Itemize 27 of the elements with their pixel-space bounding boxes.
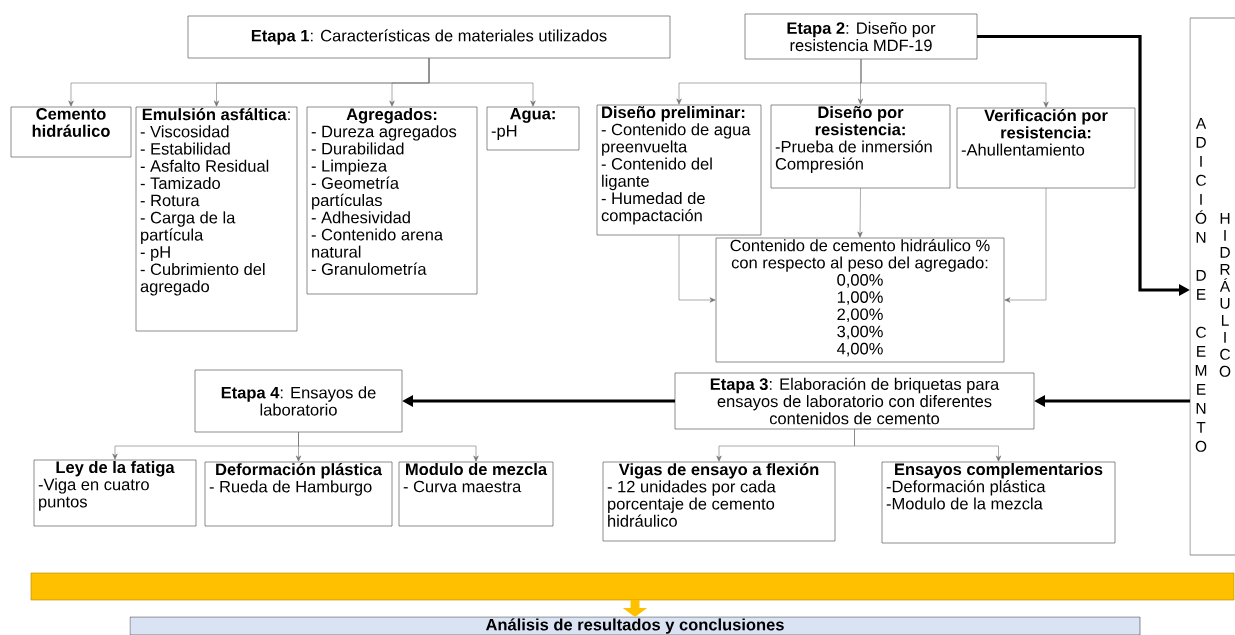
arrow <box>1004 187 1047 303</box>
process-box: Contenido de cemento hidráulico % con respecto al peso del agregado: 0,00% 1,00% 2,00% 3,00% 4,00% <box>715 237 1005 363</box>
arrow <box>298 431 479 462</box>
process-box: Verificación por resistencia: -Ahullentamiento <box>956 107 1136 189</box>
process-box: Diseño preliminar: - Contenido de agua preenvuelta - Contenido del ligante - Humedad de compactación <box>596 104 762 236</box>
vertical-label-box: ADICIÓN DE CEMENTO HIDRÁULICO <box>1189 17 1235 556</box>
process-box: Emulsión asfáltica: - Viscosidad - Estabilidad - Asfalto Residual - Tamizado - Rotura - Carga de la partícula - pH - Cubrimiento del agregado <box>135 106 298 332</box>
arrow <box>860 58 1049 108</box>
process-box: Modulo de mezcla - Curva maestra <box>398 461 554 527</box>
process-box: Agregados: - Dureza agregados - Durabilidad - Limpieza - Geometría partículas - Adhesividad - Contenido arena natural - Granulometría <box>306 106 478 295</box>
process-box: Ley de la fatiga -Viga en cuatro puntos <box>33 459 197 527</box>
process-box: Agua: -pH <box>486 106 580 151</box>
arrow <box>678 234 716 303</box>
stage-box: Etapa 4: Ensayos de laboratorio <box>194 369 403 433</box>
conclusion-box: Análisis de resultados y conclusiones <box>129 616 1141 635</box>
arrow <box>857 187 863 238</box>
process-box: Diseño por resistencia: -Prueba de inmersión Compresión <box>770 104 951 189</box>
stage-box: Etapa 3: Elaboración de briquetas para ensayos de laboratorio con diferentes contenidos de cemento <box>674 372 1035 430</box>
banner-bar <box>30 572 1235 601</box>
arrow <box>428 57 536 107</box>
process-box: Cemento hidráulico <box>10 106 132 158</box>
process-box: Ensayos complementarios -Deformación plástica -Modulo de la mezcla <box>881 461 1116 544</box>
stage-box: Etapa 1: Características de materiales utilizados <box>187 15 671 59</box>
process-box: Vigas de ensayo a flexión - 12 unidades por cada porcentaje de cemento hidráulico <box>602 461 836 542</box>
process-box: Deformación plástica - Rueda de Hamburgo <box>204 461 393 527</box>
arrow <box>854 428 1002 462</box>
stage-box: Etapa 2: Diseño por resistencia MDF-19 <box>744 13 978 60</box>
